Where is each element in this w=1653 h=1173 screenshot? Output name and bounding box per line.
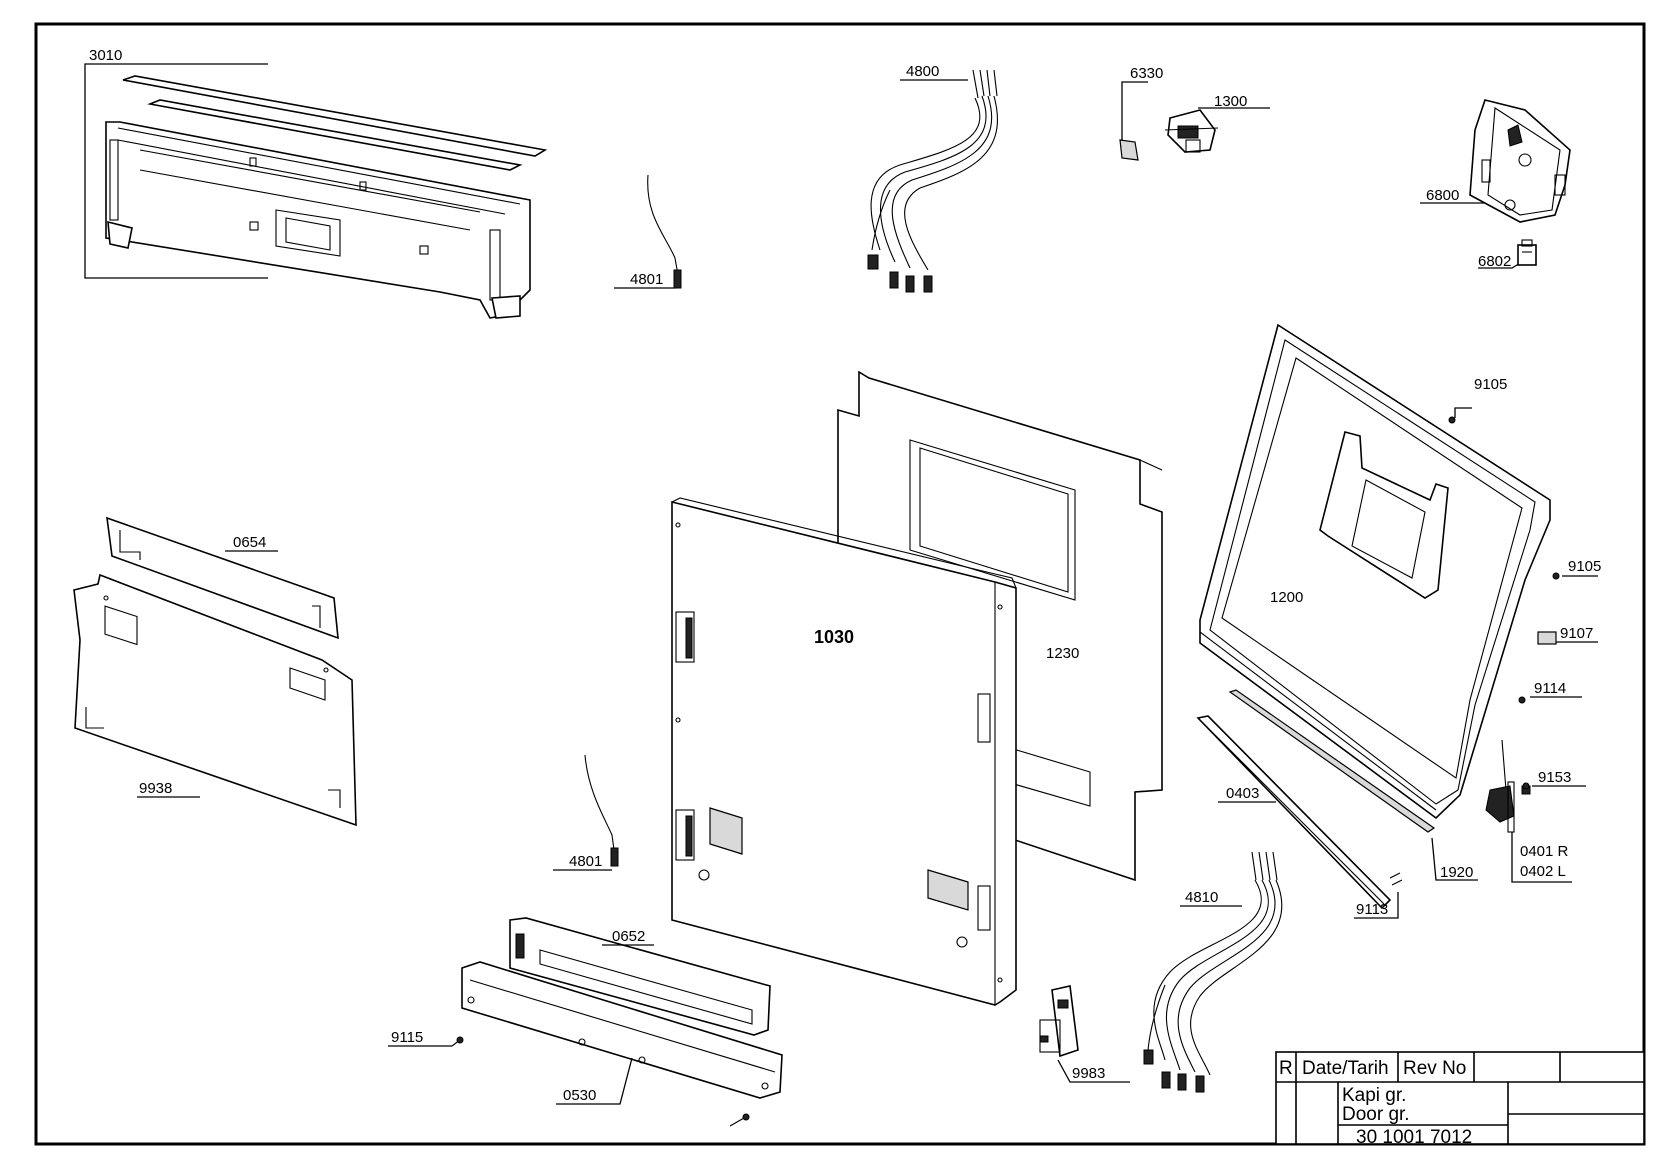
label-1230: 1230	[1046, 645, 1079, 662]
part-0401-0402-hinge	[1485, 739, 1572, 883]
part-4810-wire-harness	[1143, 851, 1283, 1093]
part-0530-kick-plate	[461, 961, 783, 1105]
label-6802: 6802	[1478, 253, 1511, 270]
part-0652-handle	[509, 917, 771, 1036]
label-0402: 0402 L	[1520, 863, 1566, 880]
label-9114: 9114	[1534, 680, 1566, 697]
label-4801-top: 4801	[630, 271, 663, 288]
part-9115-screw	[388, 1036, 750, 1127]
part-9113-screw	[1354, 872, 1403, 919]
label-0403: 0403	[1226, 785, 1259, 802]
label-1030: 1030	[814, 627, 854, 647]
label-1300: 1300	[1214, 93, 1247, 110]
label-9938: 9938	[139, 780, 172, 797]
title-block: R Date/Tarih Rev No Kapi gr. Door gr. 30…	[1275, 1051, 1645, 1148]
label-4801-bottom: 4801	[569, 853, 602, 870]
part-0403-rail	[1196, 715, 1392, 910]
title-block-name-en: Door gr.	[1342, 1104, 1410, 1125]
label-0654: 0654	[233, 534, 266, 551]
part-9105-screw-right	[1552, 572, 1598, 580]
part-9107-clip	[1537, 631, 1598, 645]
label-6800: 6800	[1426, 187, 1459, 204]
title-block-date: Date/Tarih	[1302, 1058, 1389, 1079]
label-1200: 1200	[1270, 589, 1303, 606]
part-1200-door-panel	[1199, 323, 1551, 820]
part-3010-control-panel	[84, 63, 548, 319]
part-6330-1300-door-latch	[1119, 81, 1270, 161]
part-9105-screw-top	[1448, 407, 1472, 424]
title-block-name-tr: Kapi gr.	[1342, 1085, 1406, 1106]
label-4800: 4800	[906, 63, 939, 80]
label-0530: 0530	[563, 1087, 596, 1104]
label-9105-top: 9105	[1474, 376, 1507, 393]
label-9115: 9115	[391, 1029, 423, 1046]
label-9983: 9983	[1072, 1065, 1105, 1082]
label-9113: 9113	[1356, 901, 1388, 918]
title-block-rev: Rev No	[1403, 1058, 1466, 1079]
part-9114-screw	[1518, 696, 1582, 704]
label-3010: 3010	[89, 47, 122, 64]
title-block-r: R	[1279, 1058, 1293, 1079]
part-9938-insulation-panel	[73, 573, 357, 827]
part-4801-cable-bottom	[553, 754, 619, 871]
label-1920: 1920	[1440, 864, 1473, 881]
part-1920-strip	[1228, 689, 1478, 881]
label-6330: 6330	[1130, 65, 1163, 82]
drawing-frame	[34, 22, 1646, 1146]
label-9153: 9153	[1538, 769, 1571, 786]
part-0654-insulation-panel	[106, 516, 339, 640]
label-0401: 0401 R	[1520, 843, 1569, 860]
part-9153-screw	[1522, 782, 1586, 790]
label-9107: 9107	[1560, 625, 1593, 642]
label-4810: 4810	[1185, 889, 1218, 906]
part-6802-component	[1478, 239, 1537, 269]
label-0652: 0652	[612, 928, 645, 945]
part-4801-cable-top	[614, 174, 682, 289]
label-9105-right: 9105	[1568, 558, 1601, 575]
part-6800-control-module	[1420, 99, 1571, 223]
part-9983-component	[1039, 985, 1130, 1083]
title-block-code: 30 1001 7012	[1356, 1127, 1472, 1148]
part-4800-wire-harness	[867, 69, 999, 293]
part-1030-inner-door	[671, 497, 1017, 1006]
